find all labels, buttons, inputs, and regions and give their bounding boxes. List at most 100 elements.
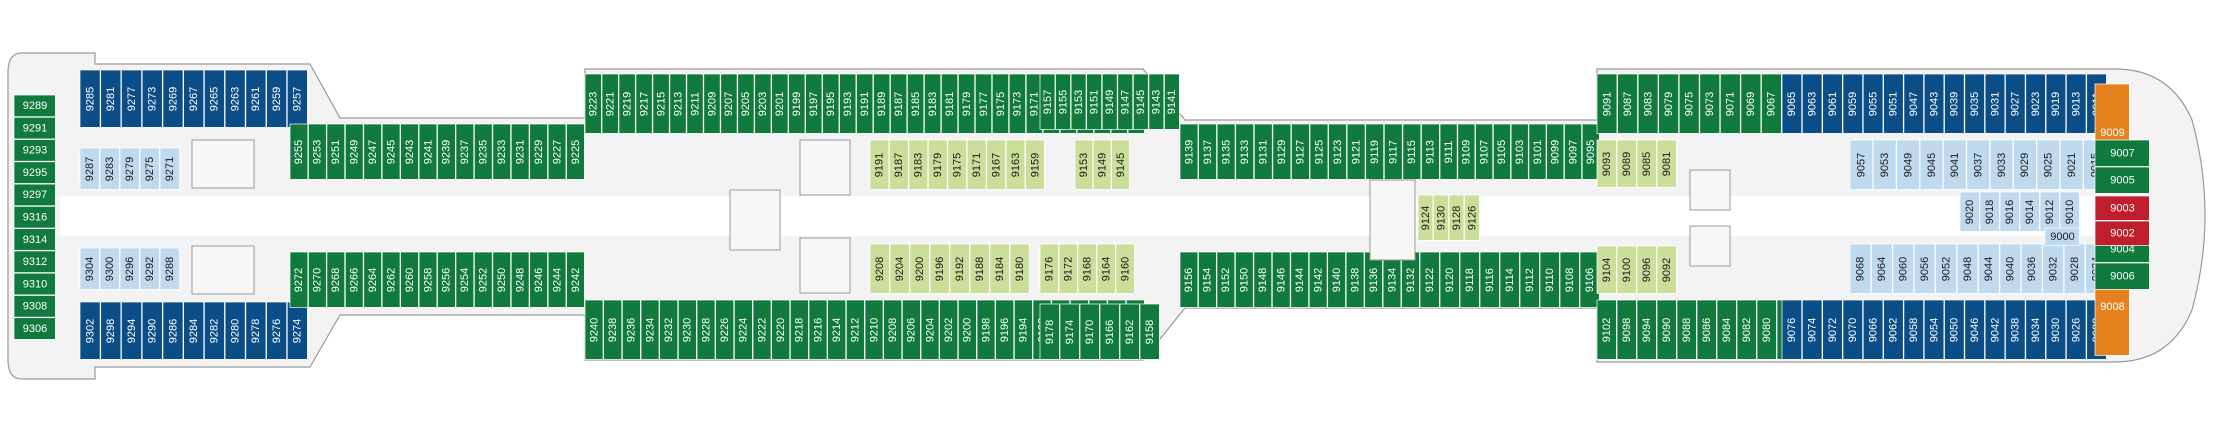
- cabin-9183[interactable]: 9183: [908, 139, 929, 190]
- cabin-9203[interactable]: 9203: [754, 73, 772, 134]
- cabin-9083[interactable]: 9083: [1637, 73, 1659, 134]
- cabin-9100[interactable]: 9100: [1616, 245, 1637, 294]
- cabin-9291[interactable]: 9291: [13, 116, 56, 140]
- cabin-9148[interactable]: 9148: [1253, 251, 1273, 308]
- cabin-9188[interactable]: 9188: [969, 243, 990, 294]
- cabin-9253[interactable]: 9253: [308, 123, 327, 180]
- cabin-9227[interactable]: 9227: [547, 123, 567, 180]
- cabin-9170[interactable]: 9170: [1079, 303, 1100, 360]
- cabin-9005[interactable]: 9005: [2094, 166, 2150, 194]
- cabin-9177[interactable]: 9177: [974, 73, 993, 134]
- cabin-9156[interactable]: 9156: [1179, 251, 1199, 308]
- cabin-9202[interactable]: 9202: [939, 299, 959, 360]
- cabin-9094[interactable]: 9094: [1636, 299, 1657, 360]
- cabin-9088[interactable]: 9088: [1676, 299, 1697, 360]
- cabin-9288[interactable]: 9288: [159, 247, 180, 290]
- cabin-9257[interactable]: 9257: [286, 69, 308, 128]
- cabin-9212[interactable]: 9212: [845, 299, 865, 360]
- cabin-9154[interactable]: 9154: [1198, 251, 1217, 308]
- cabin-9259[interactable]: 9259: [266, 69, 288, 128]
- cabin-9108[interactable]: 9108: [1559, 251, 1580, 308]
- cabin-9176[interactable]: 9176: [1039, 243, 1059, 294]
- cabin-9268[interactable]: 9268: [326, 251, 346, 308]
- cabin-9044[interactable]: 9044: [1978, 243, 2000, 294]
- cabin-9085[interactable]: 9085: [1636, 139, 1657, 188]
- cabin-9121[interactable]: 9121: [1346, 123, 1366, 180]
- cabin-9215[interactable]: 9215: [652, 73, 670, 134]
- cabin-9086[interactable]: 9086: [1696, 299, 1717, 360]
- cabin-9013[interactable]: 9013: [2066, 73, 2087, 134]
- cabin-9131[interactable]: 9131: [1253, 123, 1273, 180]
- cabin-9224[interactable]: 9224: [733, 299, 753, 360]
- cabin-9225[interactable]: 9225: [566, 123, 585, 180]
- cabin-9244[interactable]: 9244: [547, 251, 567, 308]
- cabin-9306[interactable]: 9306: [13, 317, 56, 340]
- cabin-9272[interactable]: 9272: [289, 251, 309, 308]
- cabin-9107[interactable]: 9107: [1475, 123, 1494, 180]
- cabin-9129[interactable]: 9129: [1272, 123, 1292, 180]
- cabin-9316[interactable]: 9316: [13, 206, 56, 229]
- cabin-9226[interactable]: 9226: [715, 299, 735, 360]
- cabin-9179[interactable]: 9179: [957, 73, 976, 134]
- cabin-9021[interactable]: 9021: [2059, 139, 2084, 190]
- cabin-9153[interactable]: 9153: [1074, 139, 1094, 190]
- cabin-9057[interactable]: 9057: [1849, 139, 1874, 190]
- cabin-9251[interactable]: 9251: [326, 123, 346, 180]
- cabin-9066[interactable]: 9066: [1862, 299, 1884, 360]
- cabin-9043[interactable]: 9043: [1923, 73, 1945, 134]
- cabin-9136[interactable]: 9136: [1364, 251, 1383, 308]
- cabin-9080[interactable]: 9080: [1756, 299, 1777, 360]
- cabin-9117[interactable]: 9117: [1383, 123, 1403, 180]
- cabin-9267[interactable]: 9267: [183, 69, 205, 128]
- cabin-9194[interactable]: 9194: [1013, 299, 1033, 360]
- cabin-9135[interactable]: 9135: [1216, 123, 1236, 180]
- cabin-9059[interactable]: 9059: [1842, 73, 1863, 134]
- cabin-9292[interactable]: 9292: [139, 247, 160, 290]
- cabin-9109[interactable]: 9109: [1457, 123, 1476, 180]
- cabin-9127[interactable]: 9127: [1291, 123, 1310, 180]
- cabin-9220[interactable]: 9220: [771, 299, 791, 360]
- cabin-9300[interactable]: 9300: [99, 247, 120, 290]
- cabin-9179[interactable]: 9179: [927, 139, 948, 190]
- cabin-9280[interactable]: 9280: [224, 301, 246, 360]
- cabin-9079[interactable]: 9079: [1658, 73, 1679, 134]
- cabin-9096[interactable]: 9096: [1636, 245, 1657, 294]
- cabin-9119[interactable]: 9119: [1365, 123, 1385, 180]
- cabin-9051[interactable]: 9051: [1883, 73, 1904, 134]
- cabin-9039[interactable]: 9039: [1944, 73, 1965, 134]
- cabin-9193[interactable]: 9193: [839, 73, 857, 134]
- cabin-9040[interactable]: 9040: [1999, 243, 2022, 294]
- cabin-9049[interactable]: 9049: [1896, 139, 1920, 190]
- cabin-9048[interactable]: 9048: [1956, 243, 1979, 294]
- cabin-9285[interactable]: 9285: [79, 69, 101, 128]
- cabin-9276[interactable]: 9276: [266, 301, 288, 360]
- cabin-9209[interactable]: 9209: [703, 73, 721, 134]
- cabin-9092[interactable]: 9092: [1656, 245, 1677, 294]
- cabin-9071[interactable]: 9071: [1719, 73, 1741, 134]
- cabin-9076[interactable]: 9076: [1781, 299, 1803, 360]
- cabin-9029[interactable]: 9029: [2013, 139, 2037, 190]
- cabin-9192[interactable]: 9192: [949, 243, 970, 294]
- cabin-9104[interactable]: 9104: [1596, 245, 1617, 294]
- cabin-9116[interactable]: 9116: [1479, 251, 1500, 308]
- cabin-9134[interactable]: 9134: [1382, 251, 1402, 308]
- cabin-9075[interactable]: 9075: [1678, 73, 1700, 134]
- cabin-9157[interactable]: 9157: [1039, 73, 1056, 130]
- cabin-9263[interactable]: 9263: [224, 69, 246, 128]
- cabin-9090[interactable]: 9090: [1656, 299, 1677, 360]
- cabin-9273[interactable]: 9273: [141, 69, 163, 128]
- cabin-9218[interactable]: 9218: [789, 299, 809, 360]
- cabin-9027[interactable]: 9027: [2005, 73, 2026, 134]
- cabin-9230[interactable]: 9230: [677, 299, 697, 360]
- cabin-9302[interactable]: 9302: [79, 301, 101, 360]
- cabin-9235[interactable]: 9235: [474, 123, 493, 180]
- cabin-9213[interactable]: 9213: [669, 73, 687, 134]
- cabin-9221[interactable]: 9221: [601, 73, 619, 134]
- cabin-9196[interactable]: 9196: [929, 243, 950, 294]
- cabin-9191[interactable]: 9191: [869, 139, 890, 190]
- cabin-9243[interactable]: 9243: [400, 123, 419, 180]
- cabin-9164[interactable]: 9164: [1096, 243, 1116, 294]
- cabin-9081[interactable]: 9081: [1656, 139, 1677, 188]
- cabin-9138[interactable]: 9138: [1345, 251, 1365, 308]
- cabin-9110[interactable]: 9110: [1539, 251, 1560, 308]
